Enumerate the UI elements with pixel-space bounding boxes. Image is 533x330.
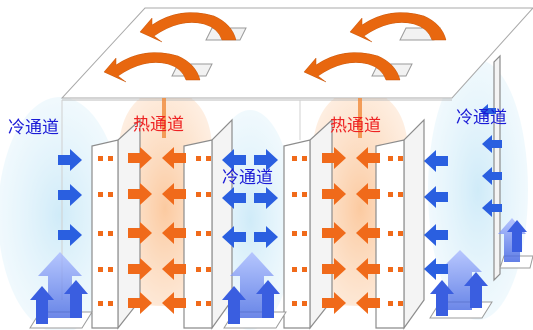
cold-aisle-label-right: 冷通道 bbox=[456, 108, 507, 128]
arrow-icon bbox=[322, 183, 346, 205]
arrow-icon bbox=[162, 292, 186, 314]
curved-arrow-icon bbox=[139, 12, 237, 43]
through-rack-flow bbox=[98, 156, 403, 306]
up-arrow-icon bbox=[222, 252, 280, 324]
arrow-icon bbox=[58, 149, 82, 171]
arrow-icon bbox=[58, 184, 82, 206]
arrow-icon bbox=[424, 186, 448, 208]
arrow-icon bbox=[162, 183, 186, 205]
arrow-icon bbox=[162, 147, 186, 169]
hot-aisle-label-right: 热通道 bbox=[330, 116, 381, 136]
up-arrow-icon bbox=[498, 218, 527, 262]
arrow-icon bbox=[480, 104, 496, 118]
up-arrow-icon bbox=[430, 250, 488, 316]
arrow-icon bbox=[58, 224, 82, 246]
hot-rise-arrows bbox=[162, 98, 362, 138]
arrow-icon bbox=[128, 258, 152, 280]
arrow-icon bbox=[356, 147, 380, 169]
arrow-icon bbox=[254, 226, 278, 248]
arrow-icon bbox=[322, 258, 346, 280]
rack-far-right bbox=[493, 54, 501, 282]
up-arrow-icon bbox=[30, 252, 88, 324]
arrow-icon bbox=[222, 226, 246, 248]
arrow-icon bbox=[254, 149, 278, 171]
cold-aisle-label-left: 冷通道 bbox=[8, 118, 59, 138]
curved-arrow-icon bbox=[303, 52, 401, 83]
cold-zone-right bbox=[428, 60, 528, 320]
arrow-icon bbox=[322, 292, 346, 314]
arrow-icon bbox=[482, 135, 502, 153]
ceiling-plane bbox=[60, 7, 533, 99]
arrow-icon bbox=[482, 167, 502, 185]
arrow-icon bbox=[162, 258, 186, 280]
arrow-icon bbox=[482, 199, 502, 217]
floor-supply-arrows bbox=[30, 218, 527, 324]
hot-flow-arrows bbox=[128, 147, 380, 314]
rack-right-a bbox=[283, 118, 333, 330]
arrow-icon bbox=[254, 187, 278, 209]
hot-aisle-label-left: 热通道 bbox=[133, 115, 184, 135]
arrow-icon bbox=[424, 150, 448, 172]
arrow-icon bbox=[322, 222, 346, 244]
arrow-icon bbox=[424, 258, 448, 280]
arrow-icon bbox=[356, 258, 380, 280]
return-air-arrows bbox=[103, 12, 447, 83]
arrow-icon bbox=[162, 222, 186, 244]
arrow-icon bbox=[128, 147, 152, 169]
arrow-icon bbox=[322, 147, 346, 169]
arrow-icon bbox=[356, 292, 380, 314]
arrow-icon bbox=[356, 222, 380, 244]
curved-arrow-icon bbox=[349, 12, 447, 43]
arrow-icon bbox=[222, 187, 246, 209]
curved-arrow-icon bbox=[103, 52, 201, 83]
arrow-icon bbox=[128, 222, 152, 244]
cold-aisle-label-center: 冷通道 bbox=[222, 168, 273, 188]
arrow-icon bbox=[128, 183, 152, 205]
arrow-icon bbox=[356, 183, 380, 205]
rack-right-b bbox=[375, 118, 425, 330]
cold-flow-arrows bbox=[58, 104, 502, 280]
arrow-icon bbox=[424, 224, 448, 246]
arrow-icon bbox=[128, 292, 152, 314]
rack-left-a bbox=[91, 118, 141, 330]
arrow-icon bbox=[222, 149, 246, 171]
